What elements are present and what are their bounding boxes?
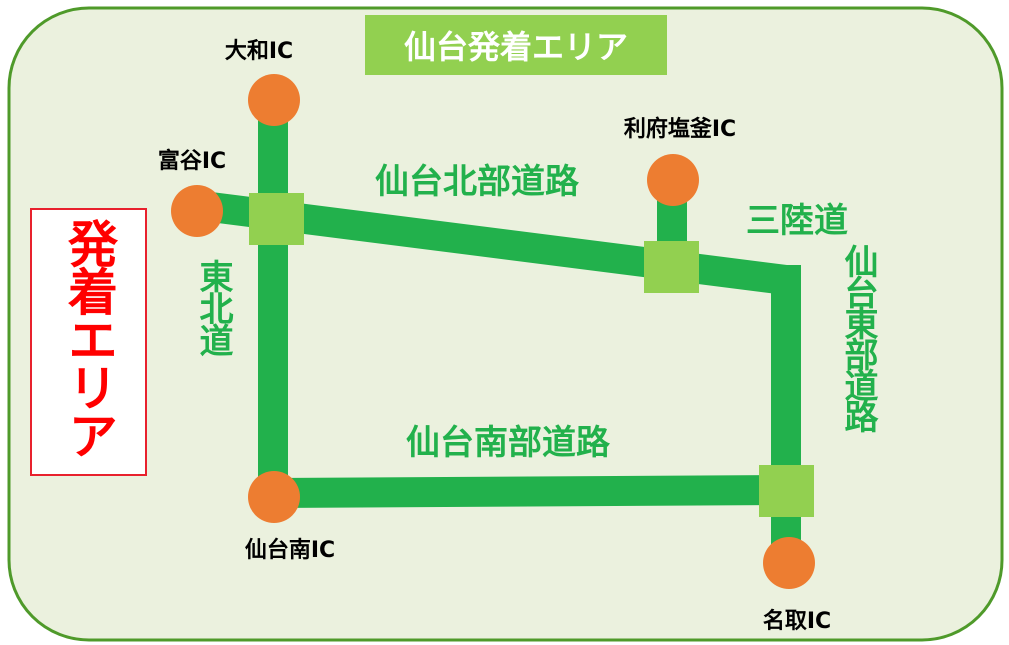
ic-label-sendai-minami: 仙台南IC (245, 537, 335, 563)
ic-label-yamato: 大和IC (225, 39, 293, 64)
road-label-sendai-north: 仙台北部道路 (375, 162, 580, 202)
ic-node-tomiya (171, 185, 223, 237)
ic-node-rifu (647, 154, 699, 206)
road-label-sanriku: 三陸道 (746, 201, 848, 241)
junction-tomiya (249, 193, 304, 245)
junction-sendai-east-south (759, 465, 814, 517)
junction-rifu (644, 241, 699, 293)
road-label-sendai-east: 仙台東部道路 (838, 244, 878, 433)
side-label-box: 発着エリア (30, 208, 147, 476)
ic-label-tomiya: 富谷IC (158, 148, 226, 174)
ic-node-sendai-minami (248, 471, 300, 523)
title-banner: 仙台発着エリア (365, 15, 667, 75)
road-label-tohoku: 東北道 (193, 259, 233, 357)
sendai-south-road-line (272, 475, 787, 508)
ic-label-rifu: 利府塩釜IC (624, 116, 736, 142)
road-corner (771, 265, 801, 295)
page-title: 仙台発着エリア (403, 28, 628, 66)
ic-node-yamato (248, 74, 300, 126)
ic-label-natori: 名取IC (763, 608, 831, 634)
road-label-sendai-south: 仙台南部道路 (406, 423, 611, 463)
side-label: 発着エリア (60, 218, 118, 458)
ic-node-natori (763, 537, 815, 589)
